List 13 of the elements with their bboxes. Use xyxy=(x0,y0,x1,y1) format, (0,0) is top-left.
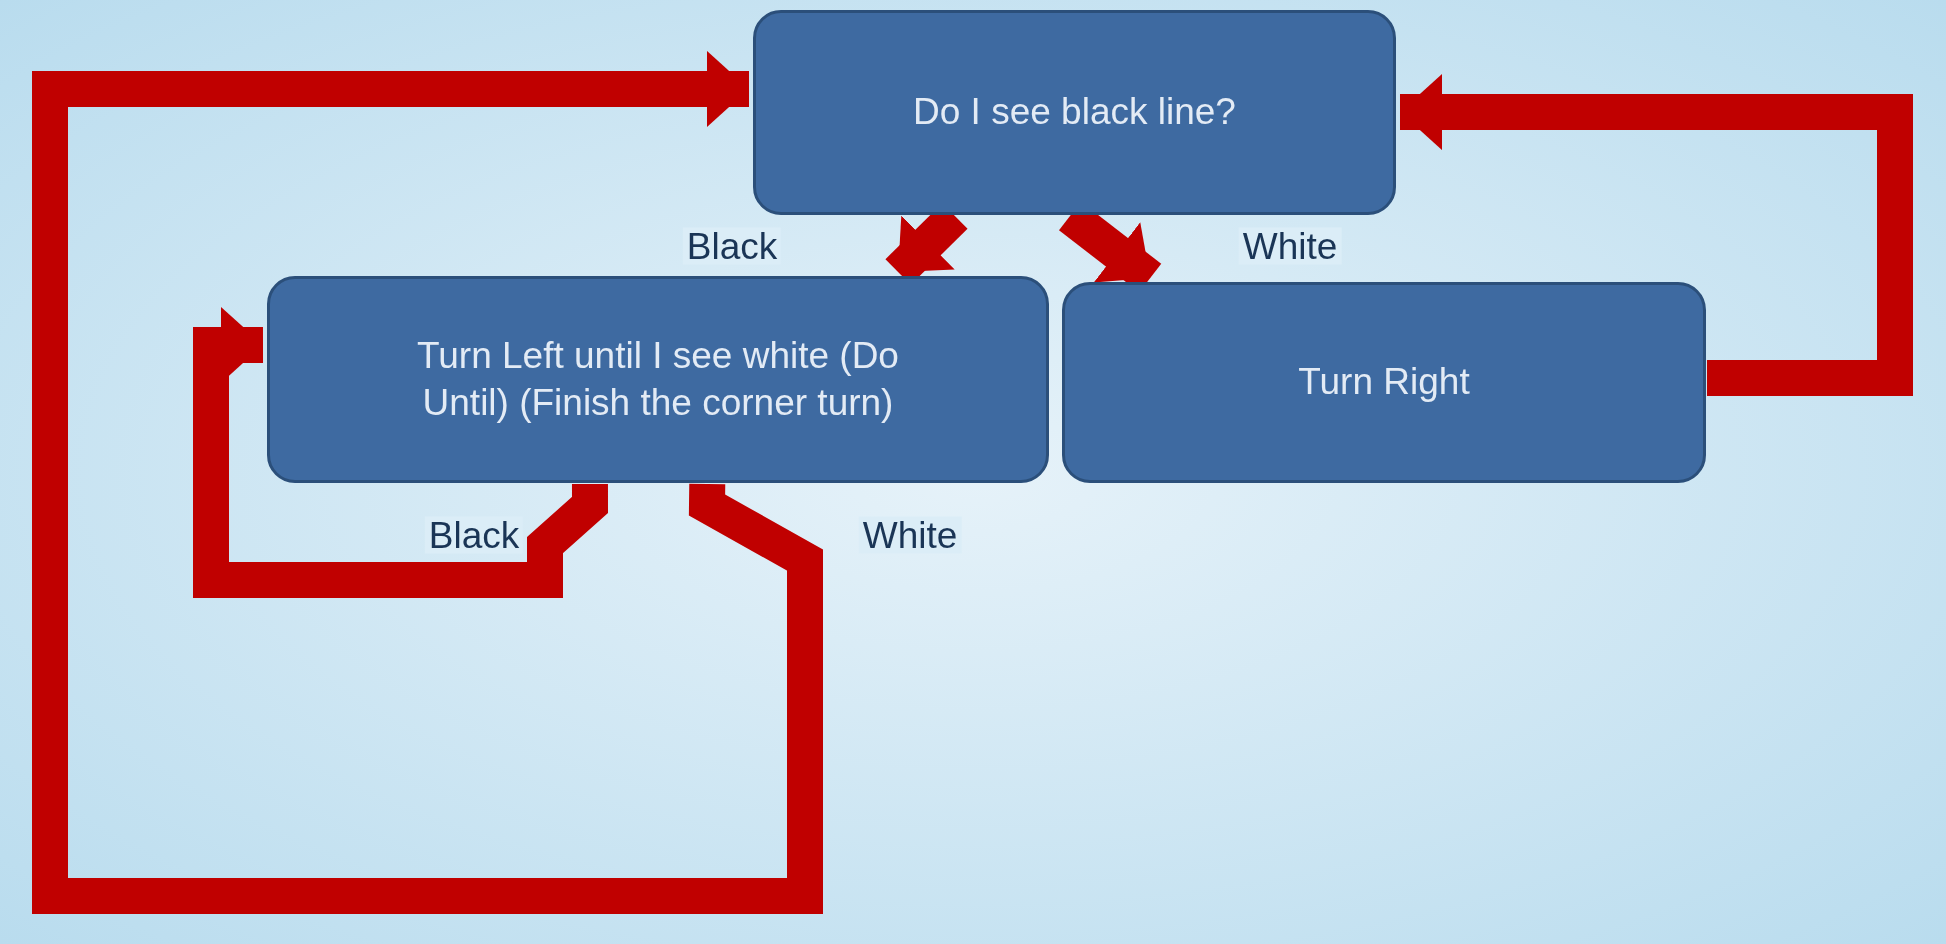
edge-label: Black xyxy=(682,227,782,265)
process-box xyxy=(267,276,1049,483)
block-arrow xyxy=(1400,74,1913,397)
block-arrow xyxy=(193,307,608,598)
edge-label: Black xyxy=(424,516,524,554)
box-text: Do I see black line? xyxy=(913,90,1236,135)
edge-label: White xyxy=(1238,227,1342,265)
edge-label: White xyxy=(858,516,962,554)
process-box xyxy=(1062,282,1706,483)
process-box xyxy=(753,10,1396,215)
box-text: Turn Right xyxy=(1298,360,1470,405)
block-arrow xyxy=(32,50,823,914)
box-text: Turn Left until I see white (Do Until) (Finish the corner turn) xyxy=(416,334,900,425)
